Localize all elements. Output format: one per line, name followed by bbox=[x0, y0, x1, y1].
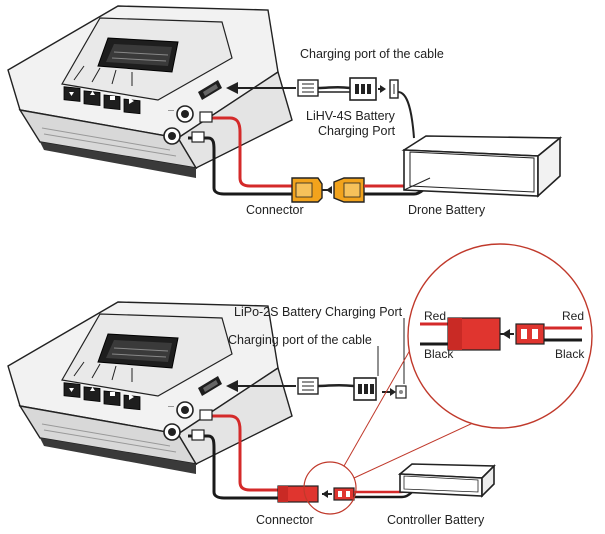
zoom-callout: Red Black Red Black bbox=[407, 243, 593, 429]
highlight-circle-small bbox=[303, 461, 357, 515]
label-battery-port-top-line1: LiHV-4S Battery bbox=[306, 109, 396, 123]
battery-balance-port-top bbox=[389, 79, 415, 139]
zoom-label-red-left: Red bbox=[424, 309, 446, 323]
zoom-label-red-right: Red bbox=[562, 309, 584, 323]
label-connector-bottom: Connector bbox=[256, 513, 314, 527]
zoom-jst-battery bbox=[515, 323, 545, 345]
plug-tip-red-bottom bbox=[199, 409, 213, 421]
arrow-balance-bottom bbox=[226, 380, 296, 392]
plug-tip-black-bottom bbox=[191, 429, 205, 441]
plug-tip-red-top bbox=[199, 111, 213, 123]
drone-battery bbox=[401, 135, 563, 198]
label-connector-top: Connector bbox=[246, 203, 304, 217]
label-lipo-battery-port: LiPo-2S Battery Charging Port bbox=[234, 305, 403, 319]
lipo-balance-port-bottom bbox=[382, 385, 407, 399]
label-drone-battery: Drone Battery bbox=[408, 203, 486, 217]
zoom-label-black-left: Black bbox=[424, 347, 454, 361]
charger-bottom bbox=[7, 301, 293, 475]
jst-connector-cable bbox=[277, 485, 319, 503]
label-battery-port-top-line2: Charging Port bbox=[318, 124, 396, 138]
xt60-connector-battery bbox=[333, 177, 365, 203]
plug-tip-black-top bbox=[191, 131, 205, 143]
balance-plug-bottom bbox=[297, 377, 377, 401]
controller-battery bbox=[397, 463, 496, 498]
label-cable-charging-port-bottom: Charging port of the cable bbox=[228, 333, 372, 347]
arrow-connector-top bbox=[322, 186, 332, 194]
xt60-connector-cable bbox=[291, 177, 323, 203]
arrow-balance-top bbox=[226, 82, 296, 94]
label-controller-battery: Controller Battery bbox=[387, 513, 485, 527]
zoom-arrow bbox=[500, 329, 514, 339]
zoom-jst-cable bbox=[447, 317, 501, 351]
top-diagram: Charging port of the cable LiHV-4S Batte… bbox=[7, 5, 563, 217]
bottom-diagram: Red Black Red Black LiPo-2S Battery Char… bbox=[7, 243, 593, 527]
wires-bottom bbox=[188, 414, 282, 500]
label-cable-charging-port-top: Charging port of the cable bbox=[300, 47, 444, 61]
jst-connector-battery bbox=[333, 487, 355, 501]
wires-top bbox=[188, 116, 296, 196]
zoom-label-black-right: Black bbox=[555, 347, 585, 361]
balance-plug-top bbox=[297, 77, 377, 101]
arrow-battery-balance-top bbox=[378, 85, 386, 93]
charger-top bbox=[7, 5, 293, 179]
arrow-connector-bottom bbox=[322, 490, 332, 498]
